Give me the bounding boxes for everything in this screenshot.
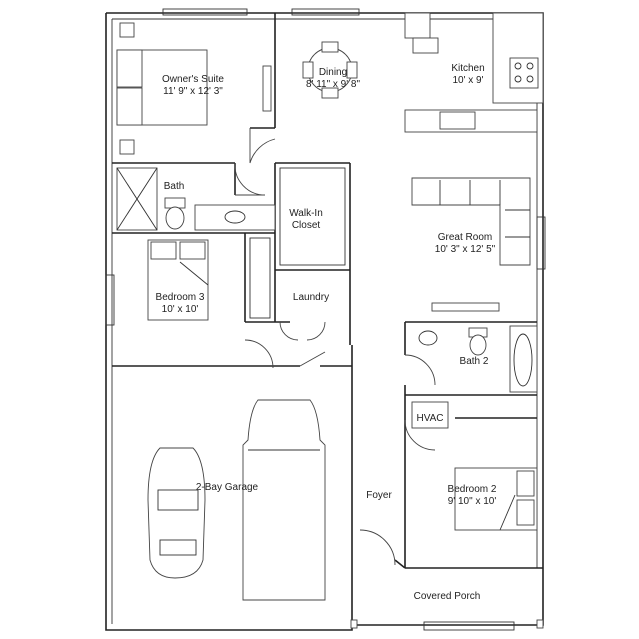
- kitchen-label: Kitchen 10' x 9': [451, 63, 484, 87]
- kitchen-counters: [404, 12, 544, 133]
- door-swings: [234, 128, 436, 566]
- interior-walls: [112, 13, 543, 625]
- dining-name: Dining: [318, 67, 348, 78]
- laundry-label: Laundry: [293, 292, 329, 304]
- garage-cars: [147, 399, 326, 601]
- closet-shelving: [249, 167, 346, 319]
- laundry-name: Laundry: [292, 292, 330, 303]
- dining-dims: 8' 11" x 9' 8": [305, 79, 361, 90]
- bath2-name: Bath 2: [459, 356, 489, 367]
- porch-label: Covered Porch: [414, 591, 481, 603]
- bedroom3-name: Bedroom 3: [155, 292, 205, 303]
- owners-suite-furniture: [116, 22, 272, 155]
- hvac-label: HVAC: [416, 413, 443, 425]
- great-room-sofa: [411, 177, 531, 312]
- great-room-name: Great Room: [437, 232, 493, 243]
- bedroom2-dims: 9' 10" x 10': [447, 496, 497, 507]
- bath2-fixtures: [418, 325, 538, 393]
- bath2-label: Bath 2: [460, 356, 489, 368]
- bedroom2-name: Bedroom 2: [447, 484, 497, 495]
- walk-in-closet-line2: Closet: [291, 220, 321, 231]
- porch-columns: [350, 619, 544, 629]
- bedroom3-bed: [147, 239, 209, 321]
- bath-name: Bath: [163, 181, 185, 192]
- walk-in-closet-label: Walk-In Closet: [289, 208, 323, 232]
- dining-label: Dining 8' 11" x 9' 8": [306, 67, 360, 91]
- dining-table: [302, 41, 358, 99]
- walk-in-closet-line1: Walk-In: [289, 208, 323, 219]
- bedroom2-label: Bedroom 2 9' 10" x 10': [448, 484, 497, 508]
- owners-suite-label: Owner's Suite 11' 9" x 12' 3": [162, 74, 224, 98]
- foyer-name: Foyer: [366, 490, 392, 501]
- great-room-dims: 10' 3" x 12' 5": [434, 244, 496, 255]
- garage-label: 2-Bay Garage: [196, 482, 258, 494]
- kitchen-dims: 10' x 9': [452, 75, 484, 86]
- hvac-unit: [411, 401, 449, 429]
- porch-name: Covered Porch: [413, 591, 481, 602]
- bedroom3-dims: 10' x 10': [161, 304, 199, 315]
- owners-suite-name: Owner's Suite: [162, 74, 224, 85]
- windows: [105, 8, 546, 631]
- bath-label: Bath: [164, 181, 185, 193]
- owners-suite-dims: 11' 9" x 12' 3": [163, 86, 223, 97]
- great-room-label: Great Room 10' 3" x 12' 5": [435, 232, 495, 256]
- foyer-label: Foyer: [366, 490, 392, 502]
- hvac-name: HVAC: [416, 413, 444, 424]
- bedroom3-label: Bedroom 3 10' x 10': [156, 292, 205, 316]
- bedroom2-bed: [454, 467, 538, 531]
- garage-name: 2-Bay Garage: [195, 482, 259, 493]
- bath-fixtures: [116, 167, 276, 231]
- kitchen-name: Kitchen: [451, 63, 485, 74]
